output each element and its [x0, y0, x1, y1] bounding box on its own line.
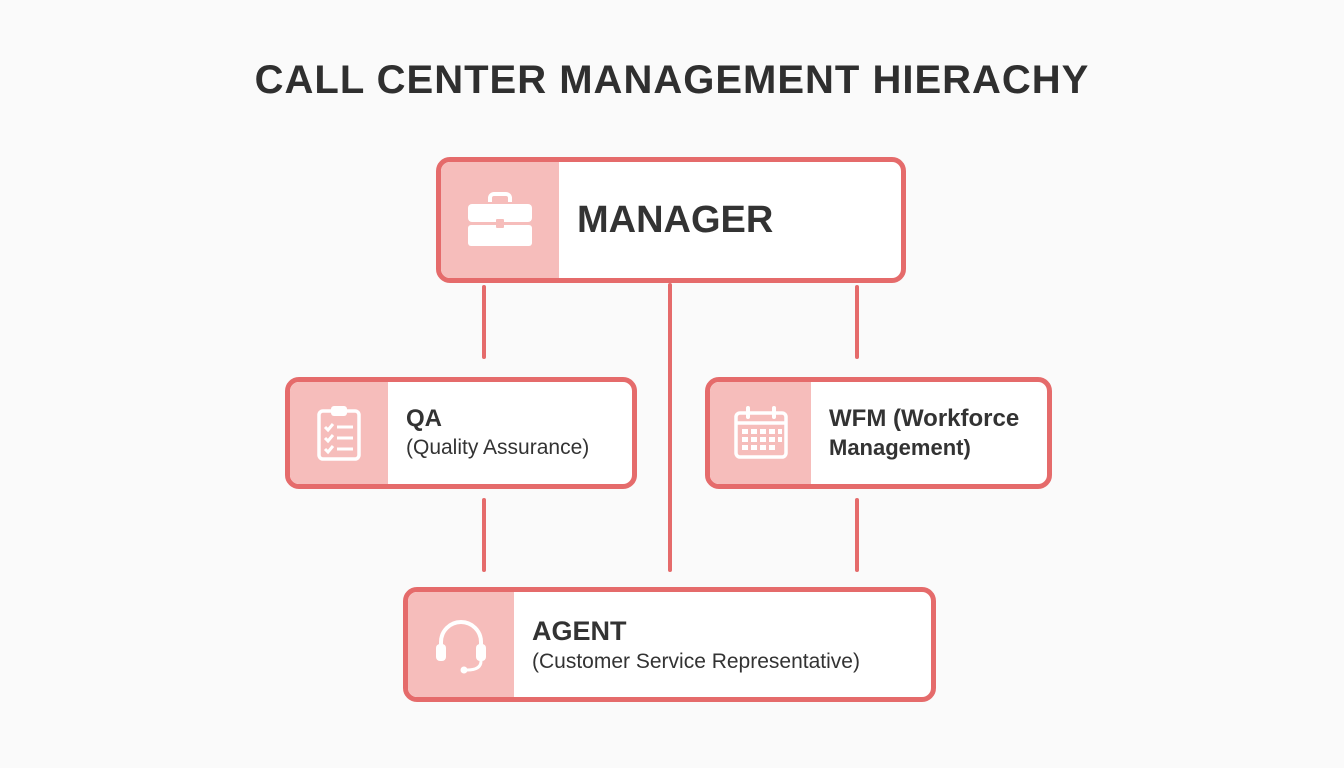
briefcase-icon [468, 192, 532, 246]
wfm-sublabel: Management) [829, 435, 971, 460]
qa-icon-panel [290, 382, 388, 484]
agent-node: AGENT (Customer Service Representative) [403, 587, 936, 702]
wfm-node: WFM (Workforce Management) [705, 377, 1052, 489]
wfm-icon-panel [710, 382, 811, 484]
manager-label: MANAGER [577, 199, 774, 241]
headset-icon [436, 619, 486, 673]
manager-icon-panel [441, 162, 559, 278]
qa-sublabel: (Quality Assurance) [406, 436, 590, 459]
agent-icon-panel [408, 592, 514, 697]
diagram-title: CALL CENTER MANAGEMENT HIERACHY [254, 58, 1090, 102]
manager-node: MANAGER [436, 157, 906, 283]
wfm-label: WFM (Workforce [829, 405, 1020, 432]
agent-sublabel: (Customer Service Representative) [532, 649, 860, 673]
calendar-icon [733, 406, 788, 459]
qa-label: QA [406, 405, 442, 432]
qa-node: QA (Quality Assurance) [285, 377, 637, 489]
clipboard-checklist-icon [317, 406, 361, 461]
agent-label: AGENT [532, 615, 627, 646]
